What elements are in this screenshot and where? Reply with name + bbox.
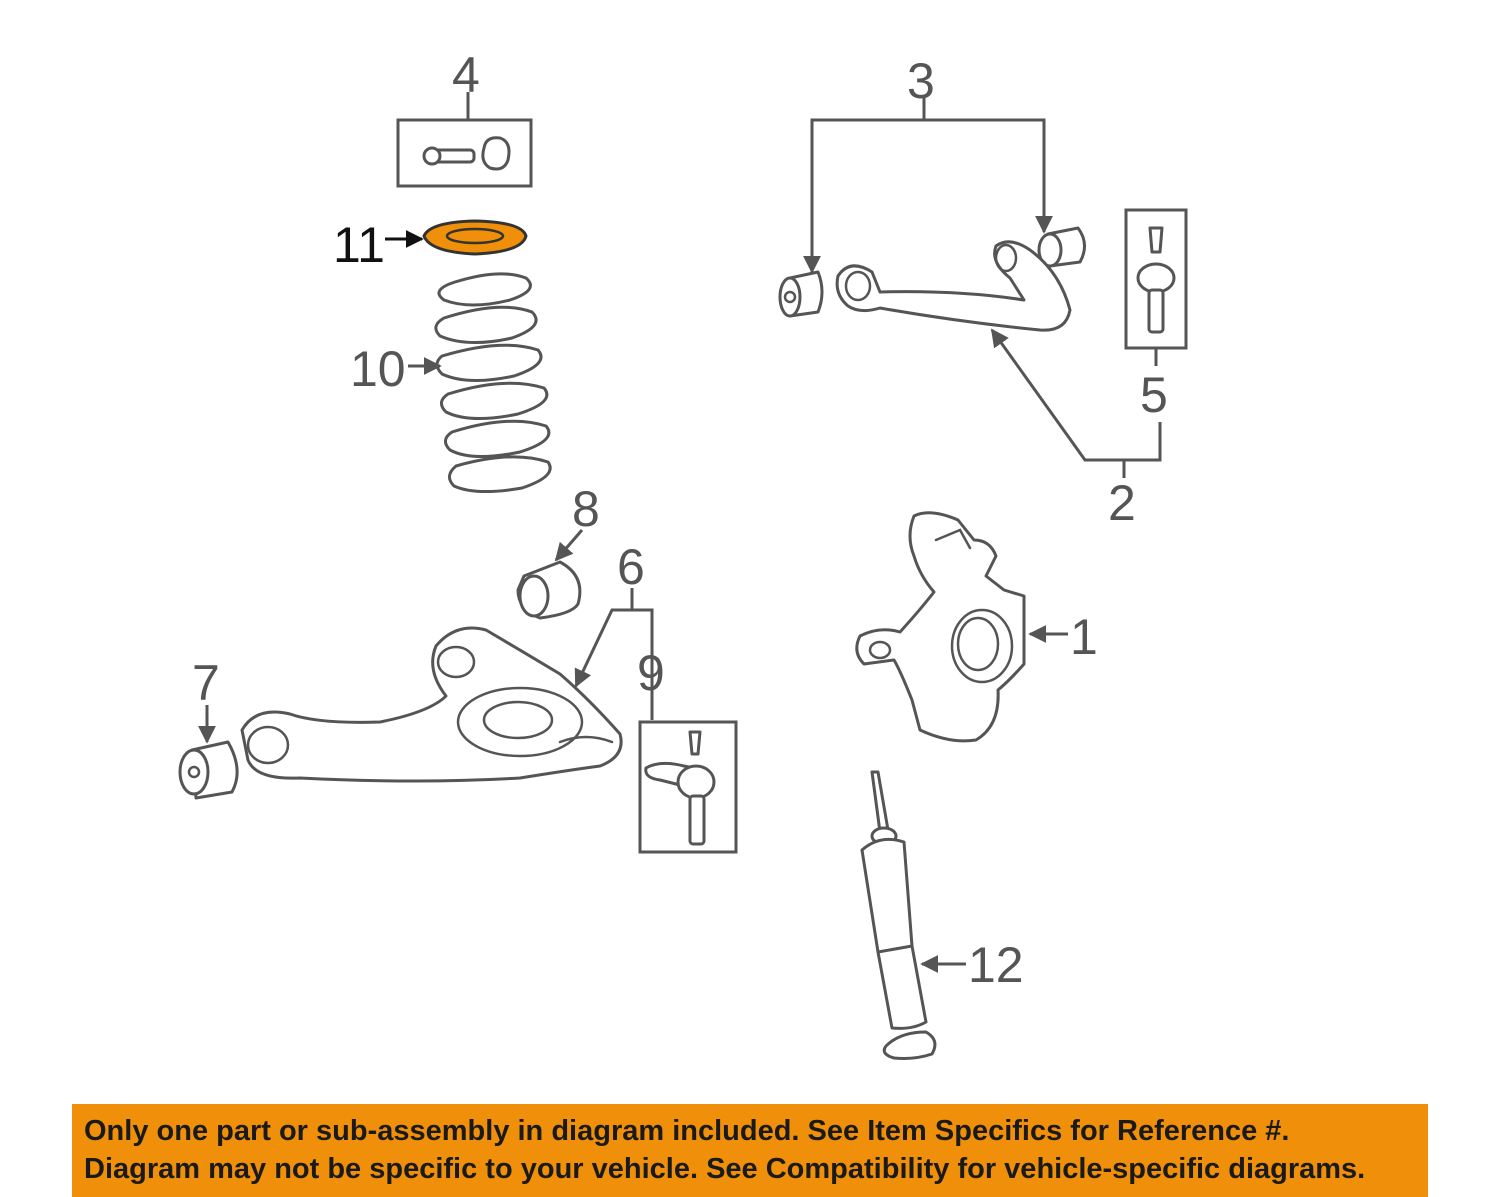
part-9-lower-ball-joint <box>638 720 738 854</box>
callout-7: 7 <box>192 655 220 711</box>
callout-10: 10 <box>350 341 406 397</box>
banner-line-1: Only one part or sub-assembly in diagram… <box>84 1115 1290 1147</box>
part-3-upper-bushings <box>778 98 1086 318</box>
banner-line-2: Diagram may not be specific to your vehi… <box>84 1153 1366 1185</box>
callout-6: 6 <box>617 539 645 595</box>
callout-8: 8 <box>572 481 600 537</box>
callout-5: 5 <box>1140 367 1168 423</box>
part-2-upper-control-arm <box>835 240 1162 478</box>
part-5-upper-ball-joint <box>1124 208 1188 366</box>
callout-11: 11 <box>333 217 385 273</box>
callout-4: 4 <box>452 47 480 103</box>
callout-1: 1 <box>1070 609 1098 665</box>
disclaimer-banner: Only one part or sub-assembly in diagram… <box>72 1104 1428 1197</box>
callout-3: 3 <box>907 53 935 109</box>
part-10-coil-spring <box>408 272 552 494</box>
part-7-lower-bushing <box>178 705 239 800</box>
part-11-spring-insulator <box>385 219 528 256</box>
part-1-steering-knuckle <box>855 511 1068 743</box>
callout-9: 9 <box>637 645 665 701</box>
insulator-shape <box>422 219 528 256</box>
part-12-shock-absorber <box>860 770 966 1060</box>
part-8-lower-bushing <box>516 529 584 620</box>
callout-2: 2 <box>1108 475 1136 531</box>
callout-12: 12 <box>968 937 1024 993</box>
part-6-lower-control-arm <box>240 588 654 783</box>
part-4-hardware-kit <box>396 92 533 188</box>
